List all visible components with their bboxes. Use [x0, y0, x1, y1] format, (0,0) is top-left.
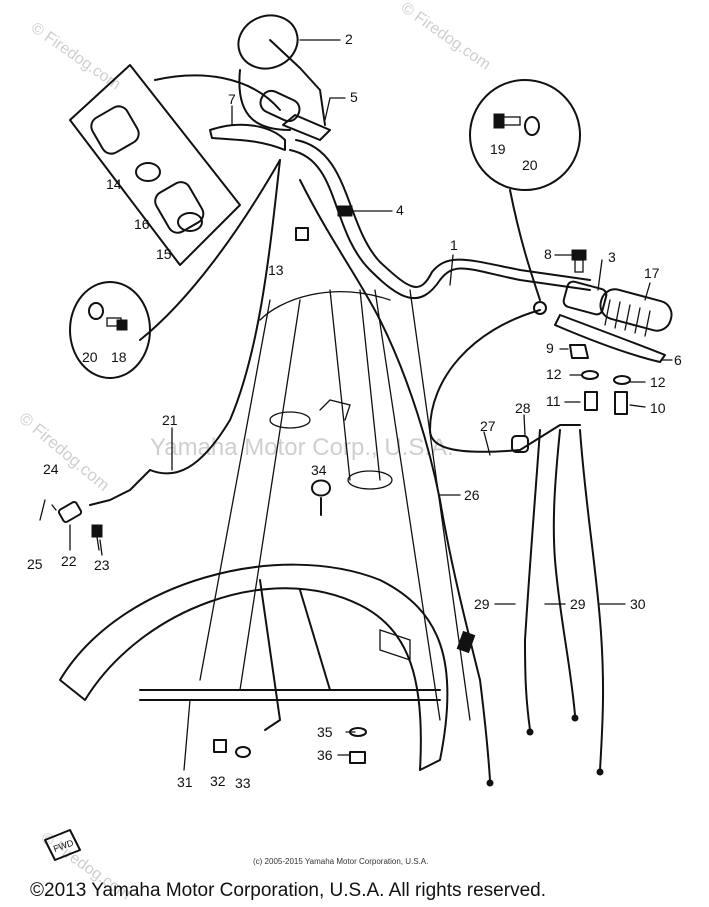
label-part-4: 4	[396, 202, 404, 218]
inset-grip-parts	[69, 64, 241, 266]
label-part-15: 15	[156, 246, 172, 262]
label-part-14: 14	[106, 176, 122, 192]
label-part-26: 26	[464, 487, 480, 503]
label-part-13: 13	[268, 262, 284, 278]
inset-mirror-nuts-left	[69, 74, 281, 379]
fine-print: (c) 2005-2015 Yamaha Motor Corporation, …	[253, 857, 428, 866]
right-grip	[533, 280, 673, 363]
leader-lines	[69, 39, 673, 771]
inset-mirror-nuts-right	[469, 79, 581, 301]
label-part-36: 36	[317, 747, 333, 763]
label-part-17: 17	[644, 265, 660, 281]
watermark-left-vertical: © Firedog.com	[15, 409, 113, 495]
label-part-32: 32	[210, 773, 226, 789]
label-part-35: 35	[317, 724, 333, 740]
label-part-29a: 29	[474, 596, 490, 612]
label-part-7: 7	[228, 91, 236, 107]
label-part-10: 10	[650, 400, 666, 416]
handlebar	[238, 69, 591, 299]
label-part-16: 16	[134, 216, 150, 232]
label-part-34: 34	[311, 462, 327, 478]
small-hardware	[213, 205, 631, 764]
cables	[149, 159, 605, 787]
label-part-5: 5	[350, 89, 358, 105]
label-part-23: 23	[94, 557, 110, 573]
left-mirror	[237, 14, 326, 126]
label-part-6: 6	[674, 352, 682, 368]
label-part-30: 30	[630, 596, 646, 612]
label-part-28: 28	[515, 400, 531, 416]
label-part-19: 19	[490, 141, 506, 157]
front-fork	[199, 289, 471, 721]
label-part-22: 22	[61, 553, 77, 569]
label-part-12b: 12	[650, 374, 666, 390]
label-part-20a: 20	[522, 157, 538, 173]
part-labels: 1 2 3 4 5 6 7 8 9 10 11 12 12 13 14 15 1…	[27, 31, 682, 791]
label-part-3: 3	[608, 249, 616, 265]
front-fender	[59, 563, 449, 771]
label-part-12a: 12	[546, 366, 562, 382]
copyright-notice: ©2013 Yamaha Motor Corporation, U.S.A. A…	[30, 880, 546, 901]
left-grip	[209, 89, 331, 151]
watermark-top-left: © Firedog.com	[28, 19, 124, 93]
label-part-1: 1	[450, 237, 458, 253]
label-part-20b: 20	[82, 349, 98, 365]
label-part-31: 31	[177, 774, 193, 790]
label-part-11: 11	[546, 393, 561, 409]
label-part-27: 27	[480, 418, 496, 434]
label-part-33: 33	[235, 775, 251, 791]
label-part-18: 18	[111, 349, 127, 365]
label-part-2: 2	[345, 31, 353, 47]
label-part-29b: 29	[570, 596, 586, 612]
label-part-9: 9	[546, 340, 554, 356]
watermark-center: Yamaha Motor Corp., U.S.A.	[150, 434, 454, 461]
label-part-8: 8	[544, 246, 552, 262]
watermark-top-right: © Firedog.com	[398, 0, 494, 74]
label-part-25: 25	[27, 556, 43, 572]
label-part-21: 21	[162, 412, 178, 428]
label-part-24: 24	[43, 461, 59, 477]
cable-adjuster	[39, 469, 151, 551]
